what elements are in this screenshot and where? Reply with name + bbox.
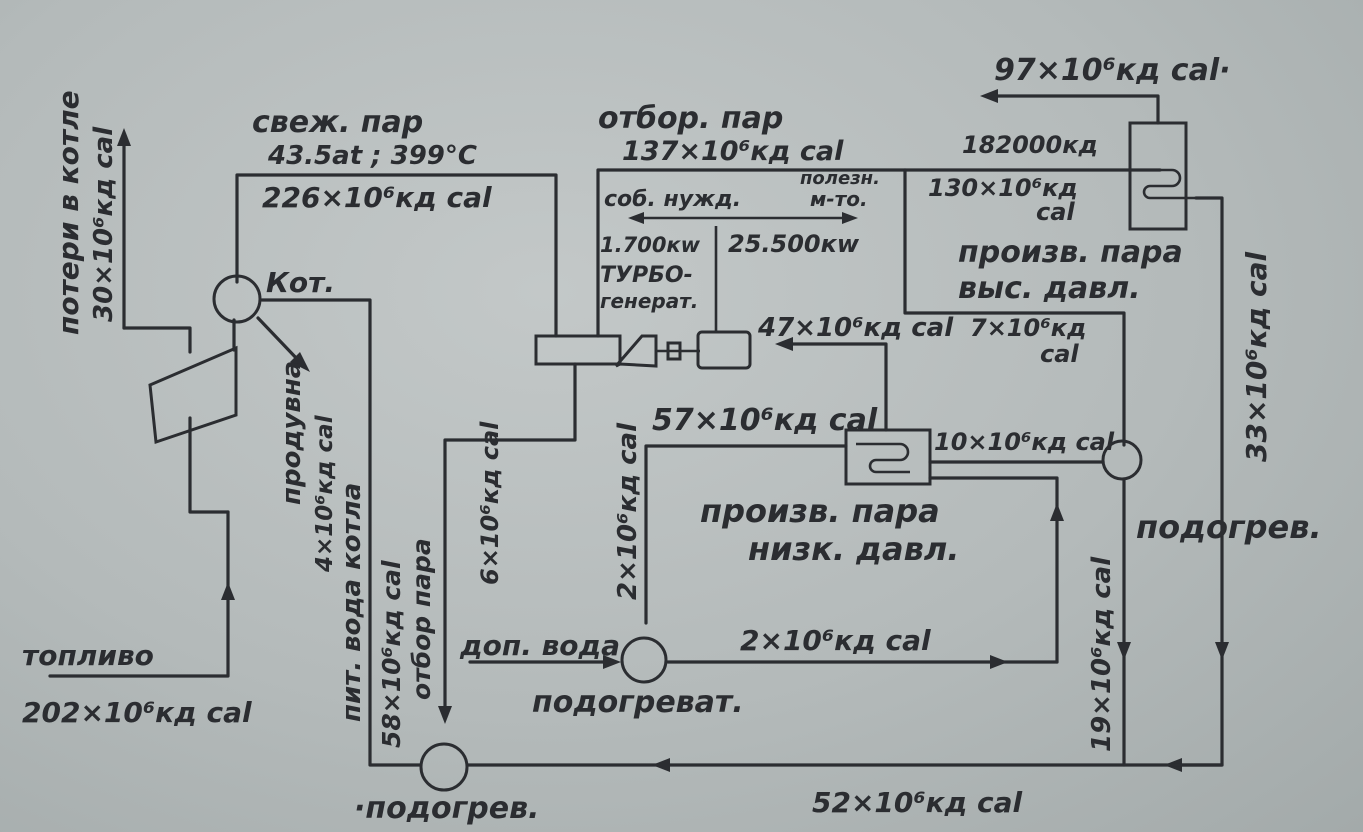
lp-return-arrowhead	[1050, 503, 1064, 521]
lp-steam-in-2: cal	[1040, 340, 1079, 368]
extraction-title: отбор пара	[407, 538, 436, 700]
turbine-casing	[534, 334, 622, 366]
lp-heater-feed-label: 10×10⁶кд cal	[934, 428, 1115, 456]
losses-title: потери в котле	[52, 90, 85, 335]
own-needs-label: соб. нужд.	[604, 187, 741, 212]
own-needs-arrowhead	[628, 212, 644, 224]
fresh-steam-value: 226×10⁶кд cal	[262, 181, 492, 214]
boiler-riser	[188, 416, 230, 514]
shaft-coupling	[666, 341, 682, 361]
hp-input-label-2: cal	[1036, 198, 1075, 226]
preheater-circle	[620, 636, 668, 684]
hp-input-label-1: 130×10⁶кд	[928, 174, 1078, 202]
preheater-steam-label: 2×10⁶кд cal	[613, 422, 643, 600]
lp-title-2: низк. давл.	[748, 530, 959, 568]
feedwater-title: пит. вода котла	[337, 483, 367, 722]
losses-arrowhead	[117, 128, 131, 146]
heater-bottom	[419, 742, 469, 792]
losses-value: 30×10⁶кд cal	[89, 126, 119, 322]
turbo-label-1: ТУРБО-	[600, 263, 693, 288]
heater-drain-label: 19×10⁶кд cal	[1087, 556, 1117, 752]
blowdown-title: продувна	[277, 361, 307, 505]
fuel-line	[48, 510, 230, 678]
lp-input-label: 57×10⁶кд cal	[652, 403, 878, 438]
extraction-line	[443, 362, 577, 714]
extracted-steam-line	[596, 168, 1162, 338]
generator-box	[696, 330, 752, 370]
makeup-water-arrowhead	[603, 655, 621, 669]
lp-output-arrowhead	[775, 337, 793, 351]
hp-title-1: произв. пара	[958, 235, 1183, 270]
stack-line	[122, 326, 192, 354]
boiler-drum	[212, 274, 262, 324]
heater-right-label: подогрев.	[1136, 508, 1322, 546]
hp-return-label: 33×10⁶кд cal	[1240, 251, 1273, 462]
feedwater-value: 58×10⁶кд cal	[377, 560, 406, 748]
useful-power-label-2: м-то.	[810, 187, 868, 211]
preheater-out-label: 2×10⁶кд cal	[740, 624, 931, 657]
fresh-steam-line	[235, 173, 558, 338]
lp-output-label: 47×10⁶кд cal	[757, 313, 954, 343]
fuel-title: топливо	[22, 639, 154, 672]
heater-right	[1101, 439, 1143, 481]
lp-coil	[856, 442, 910, 474]
boiler-body	[148, 345, 238, 445]
hp-output-line	[994, 94, 1160, 125]
fuel-value: 202×10⁶кд cal	[22, 696, 252, 729]
lp-output-line	[788, 342, 888, 432]
extraction-arrowhead	[438, 706, 452, 724]
lp-title-1: произв. пара	[700, 492, 940, 530]
hp-return-arrowhead	[1215, 642, 1229, 660]
extracted-branch-down	[903, 168, 1126, 447]
fresh-steam-title: свеж. пар	[252, 105, 423, 140]
fresh-steam-params: 43.5at ; 399°C	[267, 141, 477, 171]
blowdown-line	[256, 316, 302, 364]
fuel-arrowhead	[221, 582, 235, 600]
own-needs-kw: 1.700кw	[600, 233, 701, 257]
return-flow-label: 52×10⁶кд cal	[812, 786, 1023, 819]
boiler-label: Кот.	[266, 266, 335, 299]
heater-drain-arrowhead	[1117, 642, 1131, 660]
hp-output-label: 97×10⁶кд cal·	[994, 53, 1231, 88]
lp-generator-box	[844, 428, 932, 486]
extraction-value: 6×10⁶кд cal	[476, 421, 504, 585]
hp-generator-box	[1128, 121, 1188, 231]
hp-output-arrowhead	[980, 89, 998, 103]
extracted-steam-value: 137×10⁶кд cal	[622, 136, 844, 167]
lp-heat-input-line	[644, 444, 848, 625]
useful-power-label-1: полезн.	[800, 168, 880, 189]
preheater-out-arrowhead	[990, 655, 1008, 669]
hp-title-2: выс. давл.	[958, 271, 1141, 306]
extracted-steam-title: отбор. пар	[598, 101, 783, 136]
feedwater-line	[260, 298, 422, 767]
blowdown-arrowhead	[290, 352, 310, 372]
preheater-label: подогреват.	[532, 685, 744, 720]
bottom-return-arrowhead	[652, 758, 670, 772]
lp-return-line	[928, 476, 1059, 664]
hp-mass-label: 182000кд	[962, 131, 1098, 159]
makeup-water-label: доп. вода	[459, 629, 620, 662]
useful-kw: 25.500кw	[728, 230, 860, 258]
turbo-label-2: генерат.	[600, 289, 698, 313]
blowdown-value: 4×10⁶кд cal	[312, 414, 338, 573]
hp-coil	[1140, 168, 1196, 200]
useful-power-arrowhead	[842, 212, 858, 224]
lp-steam-in-1: 7×10⁶кд	[970, 314, 1086, 342]
heater-bottom-label: ·подогрев.	[354, 791, 539, 826]
turbine-rotor	[614, 334, 658, 368]
hp-return-line	[1178, 196, 1224, 767]
